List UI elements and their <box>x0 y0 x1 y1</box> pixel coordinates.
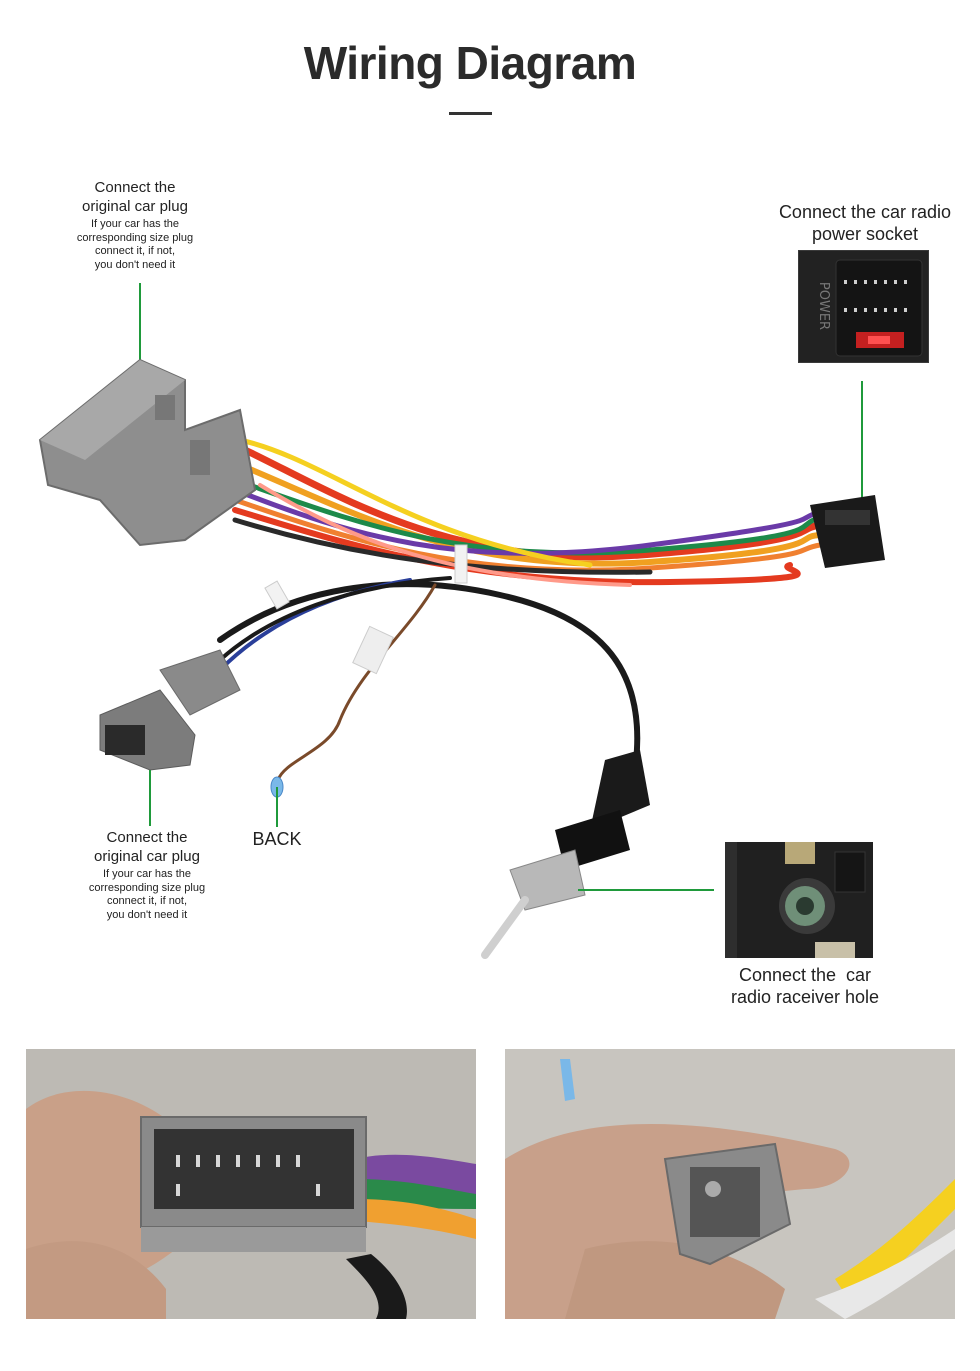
callout-original-plug-bottom: Connect the original car plug If your ca… <box>72 828 222 922</box>
callout-sub-line: corresponding size plug <box>76 231 194 244</box>
callout-antenna-hole: Connect the car radio raceiver hole <box>710 964 900 1008</box>
wiring-harness-illustration <box>30 340 890 980</box>
callout-main-line: Connect the car <box>738 965 872 985</box>
iso-harness-connector <box>38 358 257 547</box>
callout-main-line: original car plug <box>82 198 188 215</box>
callout-sub-line: connect it, if not, <box>94 245 176 257</box>
callout-main-line: radio raceiver hole <box>730 987 880 1007</box>
callout-line-bottom-left <box>149 770 151 826</box>
callout-main-line: original car plug <box>94 848 200 865</box>
callout-main-line: power socket <box>811 224 919 244</box>
power-marking: POWER <box>816 282 831 330</box>
callout-power-socket: Connect the car radio power socket <box>760 201 970 245</box>
callout-main-line: Connect the <box>106 829 188 846</box>
photo-small-connector-in-hand <box>505 1049 955 1319</box>
photo-harness-connector-in-hand <box>26 1049 476 1319</box>
callout-line-back <box>276 787 278 827</box>
title-underline <box>449 112 492 115</box>
callout-main-line: Connect the car radio <box>778 202 952 222</box>
callout-sub-line: you don't need it <box>94 258 176 271</box>
callout-sub-line: If your car has the <box>90 218 180 230</box>
callout-line-antenna <box>578 889 714 891</box>
callout-sub-line: If your car has the <box>102 868 192 880</box>
callout-original-plug-top: Connect the original car plug If your ca… <box>60 178 210 272</box>
lower-plug-connector <box>99 649 241 771</box>
page-title: Wiring Diagram <box>303 37 637 89</box>
antenna-plug-icon <box>481 750 650 959</box>
callout-line-top-right <box>861 381 863 523</box>
power-plug-connector <box>810 495 885 568</box>
callout-sub-line: you don't need it <box>106 908 188 921</box>
callout-sub-line: corresponding size plug <box>88 881 206 894</box>
back-label: BACK <box>252 829 302 849</box>
callout-line-top-left <box>139 283 141 363</box>
power-socket-photo: POWER <box>798 250 929 363</box>
antenna-receiver-photo <box>725 842 873 958</box>
callout-sub-line: connect it, if not, <box>106 895 188 907</box>
callout-main-line: Connect the <box>94 179 176 196</box>
